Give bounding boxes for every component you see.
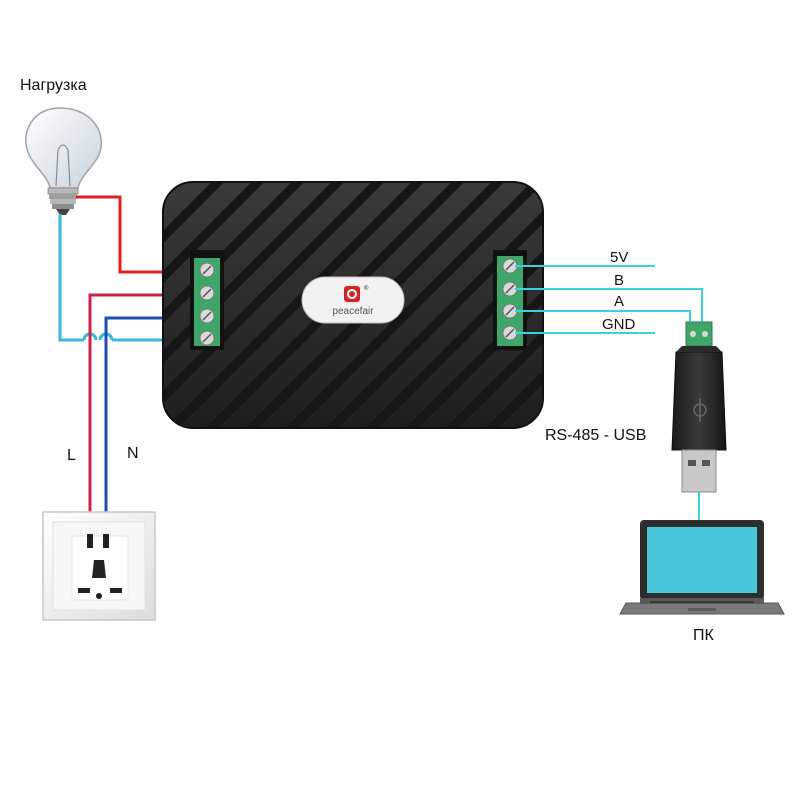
pc-label: ПК bbox=[693, 627, 715, 644]
left-terminal-block bbox=[190, 250, 224, 350]
adapter-label: RS-485 - USB bbox=[545, 427, 646, 444]
pin-a-label: A bbox=[614, 293, 624, 310]
brand-logo-icon bbox=[344, 286, 360, 302]
light-bulb-icon bbox=[25, 107, 102, 215]
line-label: L bbox=[67, 447, 76, 464]
load-label: Нагрузка bbox=[20, 77, 87, 94]
neutral-label: N bbox=[127, 445, 139, 462]
laptop-icon bbox=[619, 520, 785, 615]
pin-5v-label: 5V bbox=[610, 249, 628, 266]
energy-meter-device: ® peacefair bbox=[162, 181, 544, 429]
wall-socket-icon bbox=[42, 511, 156, 621]
usb-adapter-icon bbox=[671, 321, 727, 493]
pin-b-label: B bbox=[614, 272, 624, 289]
brand-symbol: ® bbox=[364, 285, 369, 292]
brand-name: peacefair bbox=[332, 306, 374, 317]
pin-gnd-label: GND bbox=[602, 316, 636, 333]
